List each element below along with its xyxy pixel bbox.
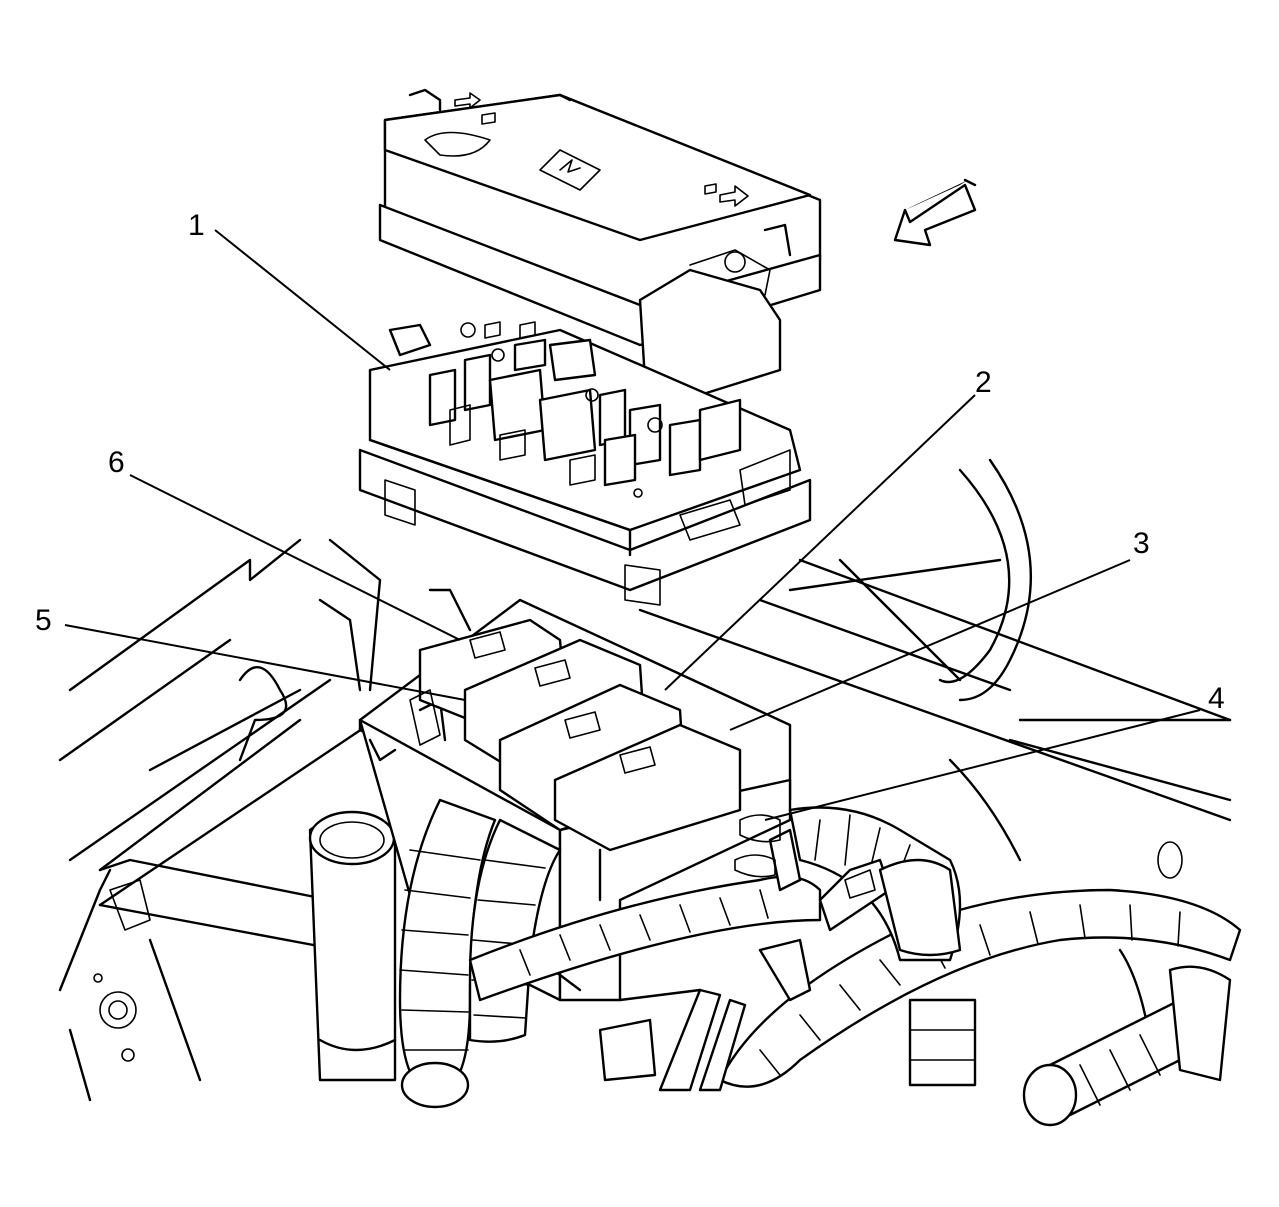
front-direction-arrow-icon [893, 178, 977, 247]
leader-line-5 [64, 624, 466, 701]
leader-lines [64, 229, 1201, 821]
coolant-pipe [308, 810, 397, 1082]
callout-2: 2 [975, 366, 992, 399]
callout-6: 6 [108, 446, 125, 479]
callout-4: 4 [1208, 682, 1225, 715]
callout-labels: 1 2 3 4 5 6 [35, 209, 1225, 715]
vehicle-body-structure [58, 458, 1232, 1102]
wiring-harness [398, 798, 1242, 1127]
callout-3: 3 [1133, 527, 1150, 560]
leader-line-2 [664, 394, 976, 691]
fuse-block-cover [378, 88, 822, 397]
callout-1: 1 [188, 209, 205, 242]
leader-line-1 [214, 229, 391, 371]
leader-line-3 [729, 559, 1131, 731]
leader-line-6 [129, 474, 461, 641]
callout-5: 5 [35, 604, 52, 637]
fuse-relay-symbol-icon [539, 149, 601, 191]
leader-line-4 [764, 709, 1201, 821]
fuse-block-body [358, 321, 812, 606]
